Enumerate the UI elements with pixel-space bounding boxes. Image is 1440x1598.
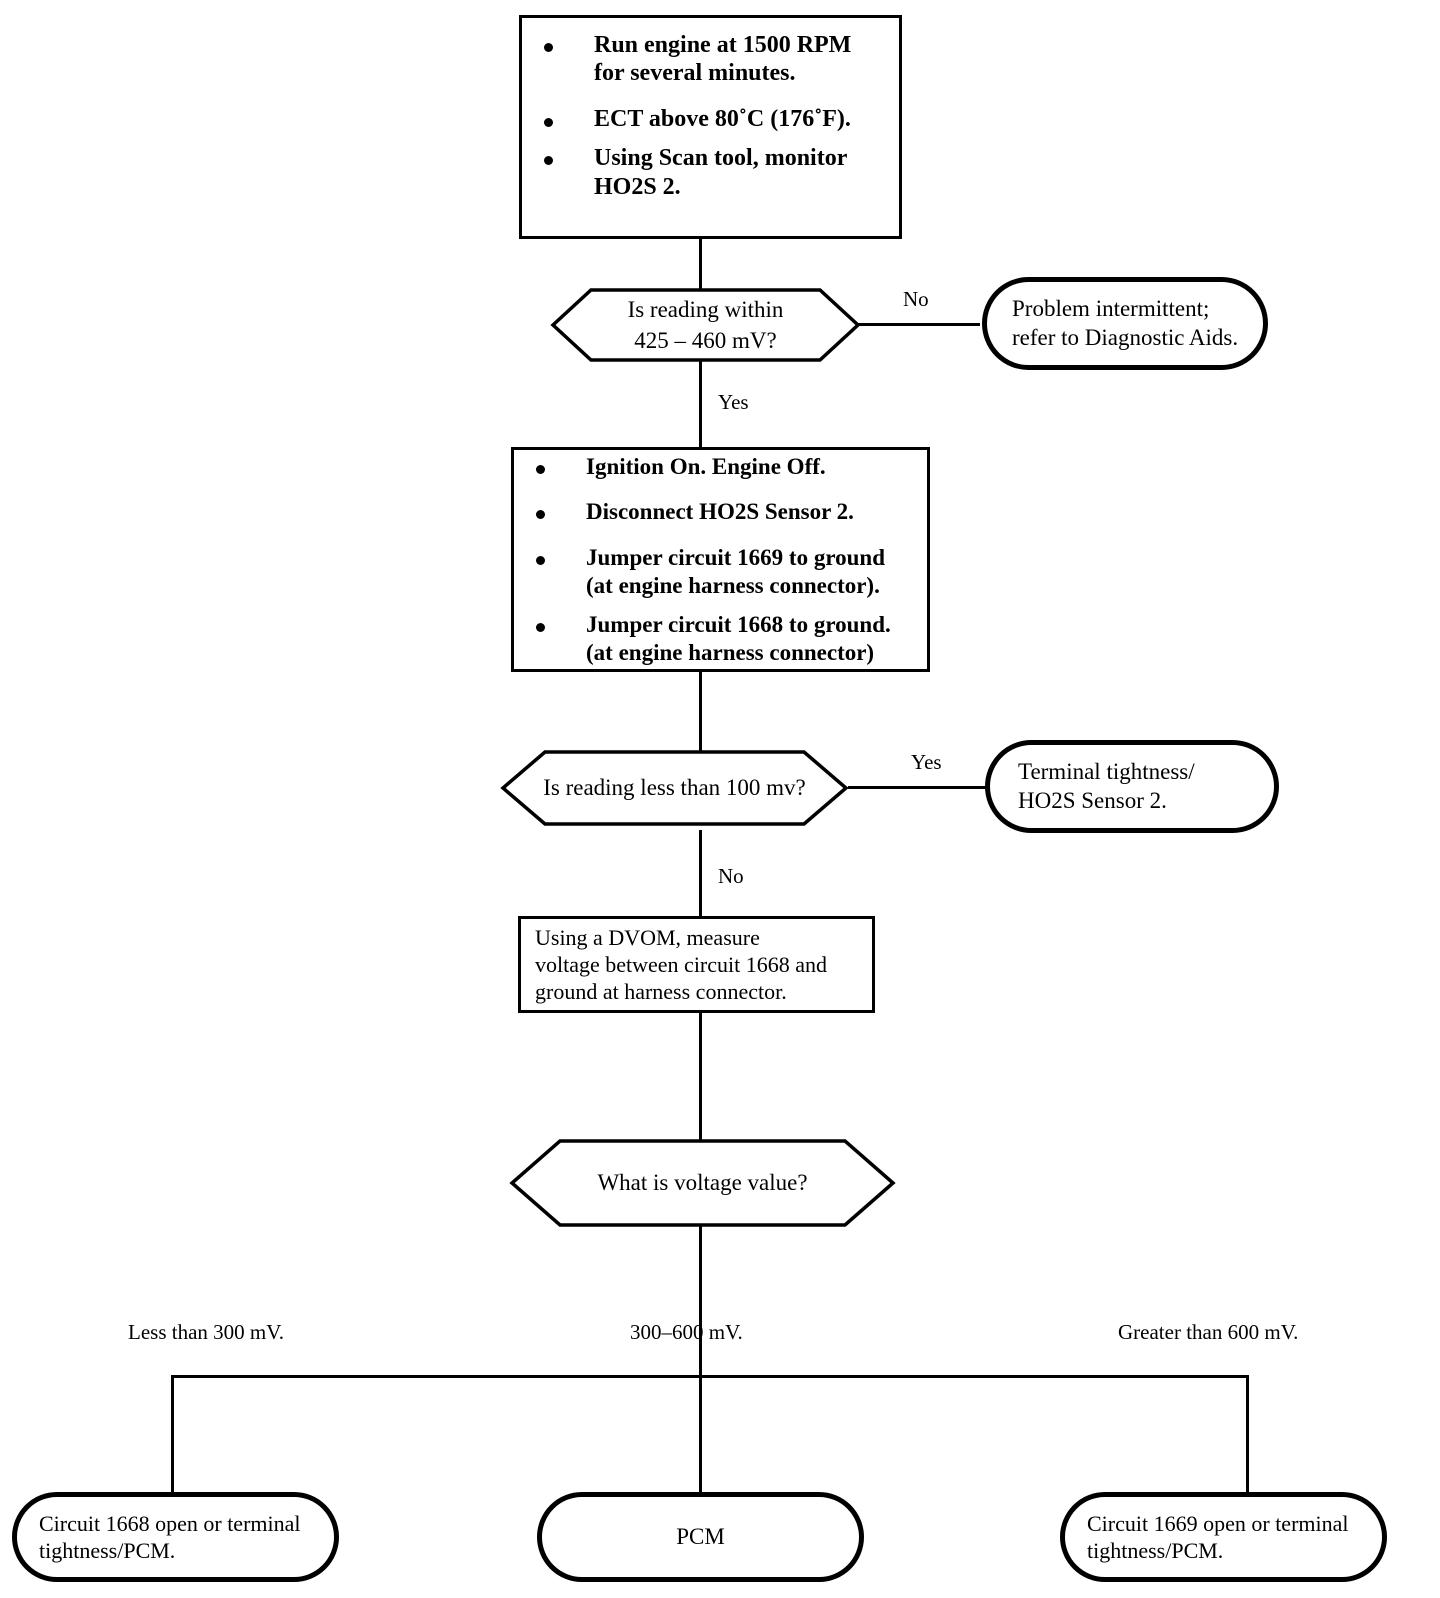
bullet-icon bbox=[544, 117, 553, 127]
list-item: Disconnect HO2S Sensor 2. bbox=[514, 498, 927, 526]
decision-2-outline bbox=[500, 750, 849, 826]
connector-fanout-center bbox=[699, 1375, 702, 1493]
bullet-icon bbox=[544, 156, 553, 166]
node-dvom-box[interactable]: Using a DVOM, measure voltage between ci… bbox=[518, 916, 875, 1013]
connector-d3-to-fanout bbox=[699, 1225, 702, 1378]
node-result-left[interactable]: Circuit 1668 open or terminal tightness/… bbox=[12, 1492, 339, 1582]
decision-2-label: Is reading less than 100 mv? bbox=[543, 775, 806, 801]
decision-1-label: Is reading within 425 – 460 mV? bbox=[627, 296, 784, 353]
bullet-text: Ignition On. Engine Off. bbox=[586, 453, 826, 479]
list-item: Run engine at 1500 RPM for several minut… bbox=[522, 31, 899, 89]
connector-d1-to-action bbox=[699, 360, 702, 449]
node-start-box[interactable]: Run engine at 1500 RPM for several minut… bbox=[519, 15, 902, 239]
branch-label-left: Less than 300 mV. bbox=[128, 1320, 284, 1344]
list-item: Ignition On. Engine Off. bbox=[514, 453, 927, 481]
edge-label-d2-no: No bbox=[718, 864, 744, 888]
action-box-bullet-list: Ignition On. Engine Off. Disconnect HO2S… bbox=[514, 453, 927, 667]
bullet-icon bbox=[536, 510, 545, 520]
bullet-text: Using Scan tool, monitor HO2S 2. bbox=[594, 144, 848, 200]
fanout-bar bbox=[171, 1375, 1249, 1378]
list-item: ECT above 80˚C (176˚F). bbox=[522, 105, 899, 134]
bullet-text: Jumper circuit 1669 to ground (at engine… bbox=[586, 544, 886, 598]
edge-label-d1-no: No bbox=[903, 287, 929, 311]
connector-dvom-to-d3 bbox=[699, 1011, 702, 1141]
bullet-text: Disconnect HO2S Sensor 2. bbox=[586, 499, 854, 525]
start-box-bullet-list: Run engine at 1500 RPM for several minut… bbox=[522, 31, 899, 202]
bullet-text: Jumper circuit 1668 to ground. (at engin… bbox=[586, 612, 891, 665]
list-item: Using Scan tool, monitor HO2S 2. bbox=[522, 144, 899, 202]
node-decision-3[interactable]: What is voltage value? bbox=[509, 1139, 896, 1227]
terminal-1-label: Problem intermittent; refer to Diagnosti… bbox=[1012, 295, 1239, 350]
connector-action-to-d2 bbox=[699, 670, 702, 760]
decision-3-outline bbox=[509, 1139, 896, 1227]
node-decision-2[interactable]: Is reading less than 100 mv? bbox=[500, 750, 849, 826]
connector-fanout-left bbox=[171, 1375, 174, 1493]
node-result-right[interactable]: Circuit 1669 open or terminal tightness/… bbox=[1060, 1492, 1387, 1582]
result-right-label: Circuit 1669 open or terminal tightness/… bbox=[1087, 1510, 1349, 1564]
dvom-box-label: Using a DVOM, measure voltage between ci… bbox=[535, 924, 828, 1005]
node-action-box[interactable]: Ignition On. Engine Off. Disconnect HO2S… bbox=[511, 447, 930, 672]
connector-d2-to-dvom bbox=[699, 830, 702, 918]
result-left-label: Circuit 1668 open or terminal tightness/… bbox=[39, 1510, 301, 1564]
edge-label-d2-yes: Yes bbox=[911, 750, 942, 774]
branch-label-right: Greater than 600 mV. bbox=[1118, 1320, 1299, 1344]
bullet-icon bbox=[544, 42, 553, 52]
node-terminal-1[interactable]: Problem intermittent; refer to Diagnosti… bbox=[982, 277, 1268, 370]
node-result-center[interactable]: PCM bbox=[537, 1492, 864, 1582]
terminal-2-label: Terminal tightness/ HO2S Sensor 2. bbox=[1018, 758, 1195, 813]
connector-start-to-d1 bbox=[699, 236, 702, 290]
branch-label-center: 300–600 mV. bbox=[630, 1320, 743, 1344]
bullet-icon bbox=[536, 464, 545, 474]
result-center-label: PCM bbox=[676, 1524, 725, 1549]
decision-1-outline bbox=[550, 288, 861, 362]
bullet-text: ECT above 80˚C (176˚F). bbox=[594, 106, 851, 133]
bullet-icon bbox=[536, 555, 545, 565]
connector-d2-yes bbox=[848, 786, 986, 789]
connector-fanout-right bbox=[1246, 1375, 1249, 1493]
list-item: Jumper circuit 1669 to ground (at engine… bbox=[514, 544, 927, 599]
decision-3-label: What is voltage value? bbox=[597, 1170, 808, 1196]
node-decision-1[interactable]: Is reading within 425 – 460 mV? bbox=[550, 288, 861, 362]
bullet-icon bbox=[536, 623, 545, 633]
edge-label-d1-yes: Yes bbox=[718, 390, 749, 414]
bullet-text: Run engine at 1500 RPM for several minut… bbox=[594, 31, 852, 87]
connector-d1-no bbox=[858, 323, 980, 326]
node-terminal-2[interactable]: Terminal tightness/ HO2S Sensor 2. bbox=[985, 740, 1279, 833]
list-item: Jumper circuit 1668 to ground. (at engin… bbox=[514, 611, 927, 666]
